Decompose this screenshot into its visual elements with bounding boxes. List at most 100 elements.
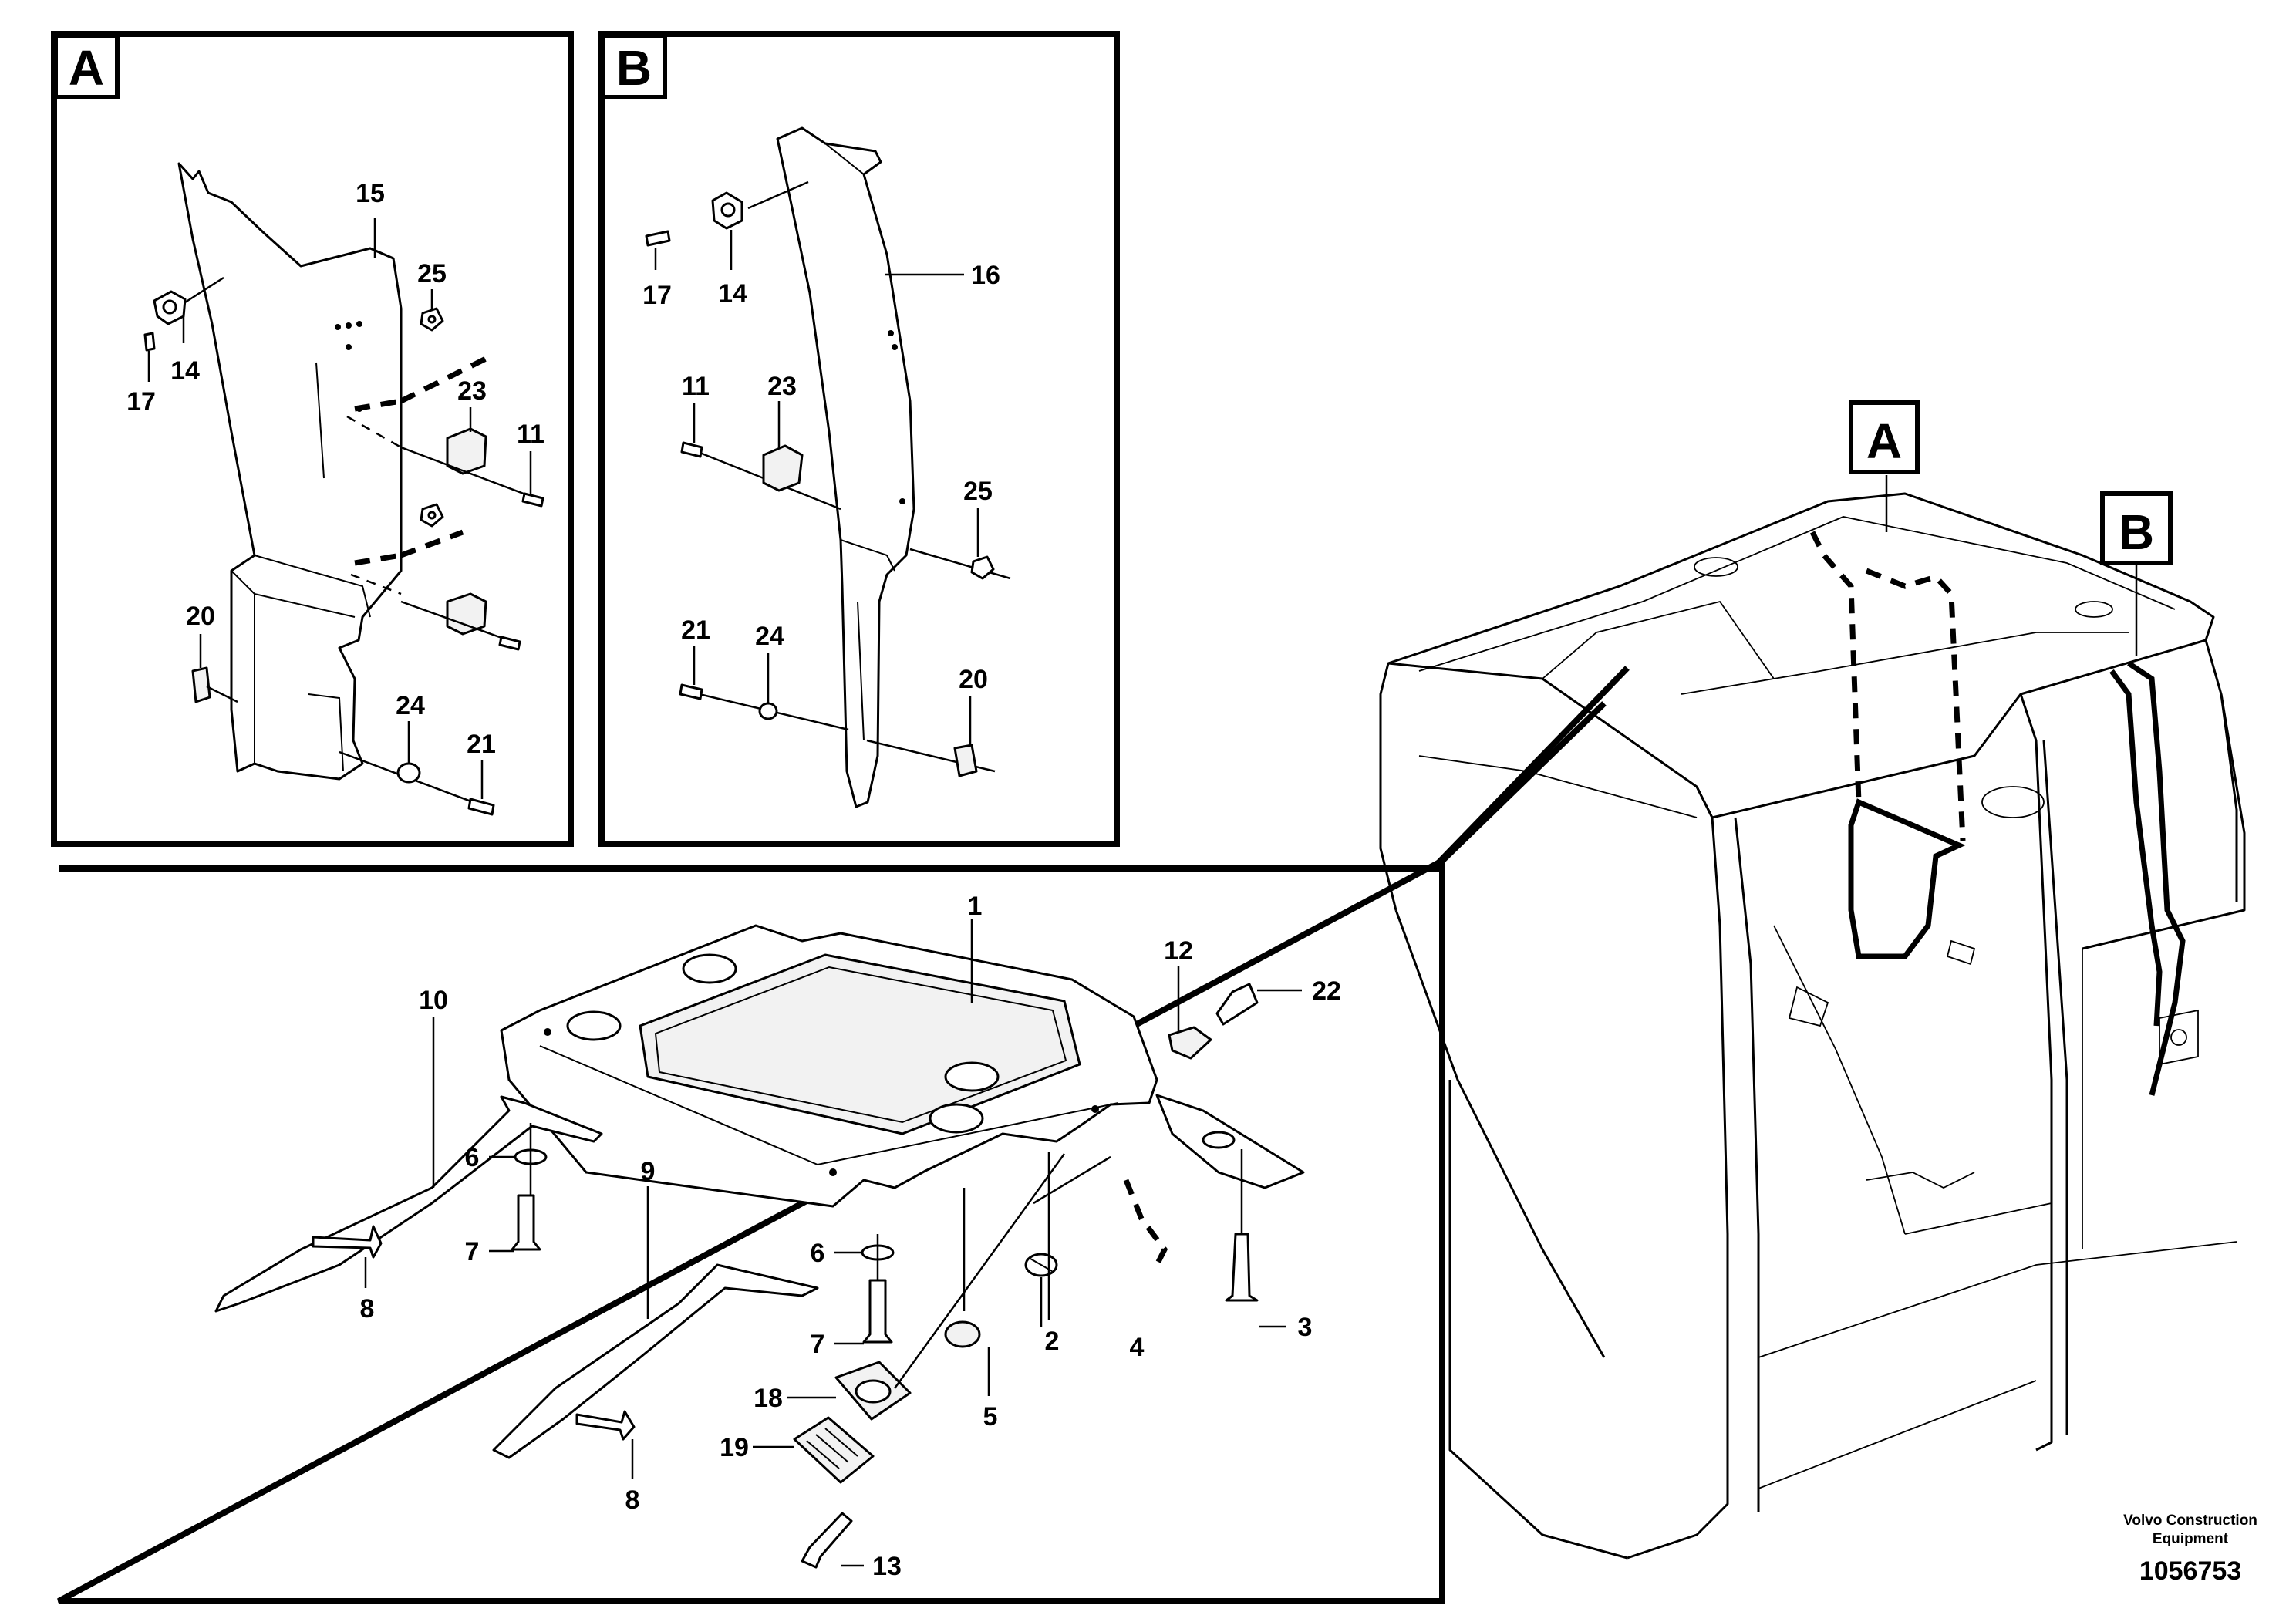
pillar-trim-15 [177,162,403,781]
pillar-trim-15-crease [315,362,325,479]
panel-b-tag-box [601,33,667,99]
cab-front-post-left [1627,786,1729,1560]
screw-7-right [862,1279,893,1344]
clip-25-axis-b [909,548,1011,580]
roof-window-inner [654,966,1067,1124]
nut-5 [944,1320,981,1348]
panel-b-frame [598,31,1120,847]
hole [544,1028,551,1036]
clip-12 [1168,1026,1212,1060]
highlight-a-dash-left [1809,531,1862,803]
bracket-20-axis [206,685,238,703]
callout-25: 25 [417,259,447,288]
callout-25-b: 25 [963,477,993,506]
mount-dash-upper-3 [346,415,402,449]
cab-front-right-inner [2220,693,2238,902]
hole [356,321,362,327]
callout-12: 12 [1164,936,1193,966]
callout-10: 10 [419,986,448,1015]
mount-dash-lower-1 [400,529,464,558]
callout-18: 18 [754,1384,783,1413]
cab-floor-bracket [1866,1172,1975,1189]
trim-10 [214,1095,603,1313]
pillar-trim-15-duct-opening [308,693,344,772]
callout-8-right: 8 [625,1485,640,1515]
roof-opening [929,1103,984,1134]
panel-a-frame [51,31,574,847]
spacer-23-lower [446,592,487,636]
pillar-trim-16-edge-3 [857,601,865,741]
callout-21-b: 21 [681,615,710,645]
clip-14-axis-b [747,180,809,210]
cab-small-bracket [1788,986,1829,1027]
detail-dash [1123,1179,1168,1266]
screw-axis-upper [400,446,541,501]
footer: Volvo Construction Equipment 1056753 [2123,1512,2257,1586]
drawing-number: 1056753 [2139,1556,2241,1586]
assembly-line [1033,1155,1111,1205]
hole [899,498,905,504]
callout-4: 4 [1130,1333,1145,1362]
callout-15: 15 [356,179,385,208]
overview-tag-b: B [2119,504,2154,560]
screw-22 [1215,983,1259,1026]
cab-rear-post [1379,663,1397,911]
roof-plate-rim [539,1045,1119,1166]
screw-11-lower [498,636,521,651]
roof-opening [682,953,737,984]
screw-11-upper [521,492,544,508]
callout-13: 13 [872,1552,902,1581]
trim-9 [492,1263,819,1459]
speaker-18-cone [855,1379,892,1404]
hole [892,344,898,350]
cab-small-bracket [1946,939,1976,966]
cab-front-right-edge [2082,639,2246,950]
callout-23-b: 23 [767,372,797,401]
callout-11-b: 11 [682,372,710,401]
cab-floor-opening [1981,786,2045,818]
panel-a: A [51,31,574,847]
bracket-20-b [953,744,978,777]
callout-7-left: 7 [465,1237,480,1266]
bracket-20 [191,666,211,703]
callout-9: 9 [641,1157,656,1186]
roof-opening [944,1061,1000,1092]
cab-hinge-hole [2170,1029,2187,1046]
screw-axis-bottom [339,750,494,811]
pillar-trim-16-edge-2 [840,539,895,572]
assembly-line [893,1153,1066,1389]
callout-20: 20 [186,602,215,631]
screw-17 [143,332,156,352]
highlight-a-dash-right [1865,568,1966,841]
callout-20-b: 20 [959,665,988,694]
callout-14-b: 14 [718,279,747,309]
highlight-b-inner [2109,669,2163,1027]
panel-detail-frame-right [1433,865,1445,1601]
panel-detail: 1 10 12 22 6 7 8 9 6 7 2 4 3 5 18 19 8 1… [57,666,1630,1604]
spacer-23-b [762,444,804,492]
company-line1: Volvo Construction [2123,1512,2257,1529]
cab-front-post-right [2019,693,2053,1452]
screw-21-b [679,683,703,700]
cab-roof-cross [1681,632,2129,695]
callout-21: 21 [467,730,496,759]
callout-11: 11 [517,420,544,449]
hole [346,322,352,329]
cab-floor-cross [1904,1202,2052,1235]
clip-14-b-hole [720,202,736,218]
overview-tag-b-box [2100,491,2173,565]
mount-dash-upper-1 [400,352,495,404]
highlight-b-outer [2127,661,2186,1096]
callout-24: 24 [396,691,425,720]
panel-a-tag: A [69,40,104,96]
callout-22: 22 [1312,976,1341,1006]
panel-a-tag-box [53,33,120,99]
callout-17: 17 [126,387,156,416]
panel-b-tag: B [616,40,652,96]
bracket-opening [1202,1131,1236,1149]
screw-8-right [575,1410,636,1441]
cab-front-post-right-inner [2042,740,2068,1435]
cab-floor-rail-2 [1758,1380,2037,1489]
callout-8-left: 8 [360,1294,375,1324]
